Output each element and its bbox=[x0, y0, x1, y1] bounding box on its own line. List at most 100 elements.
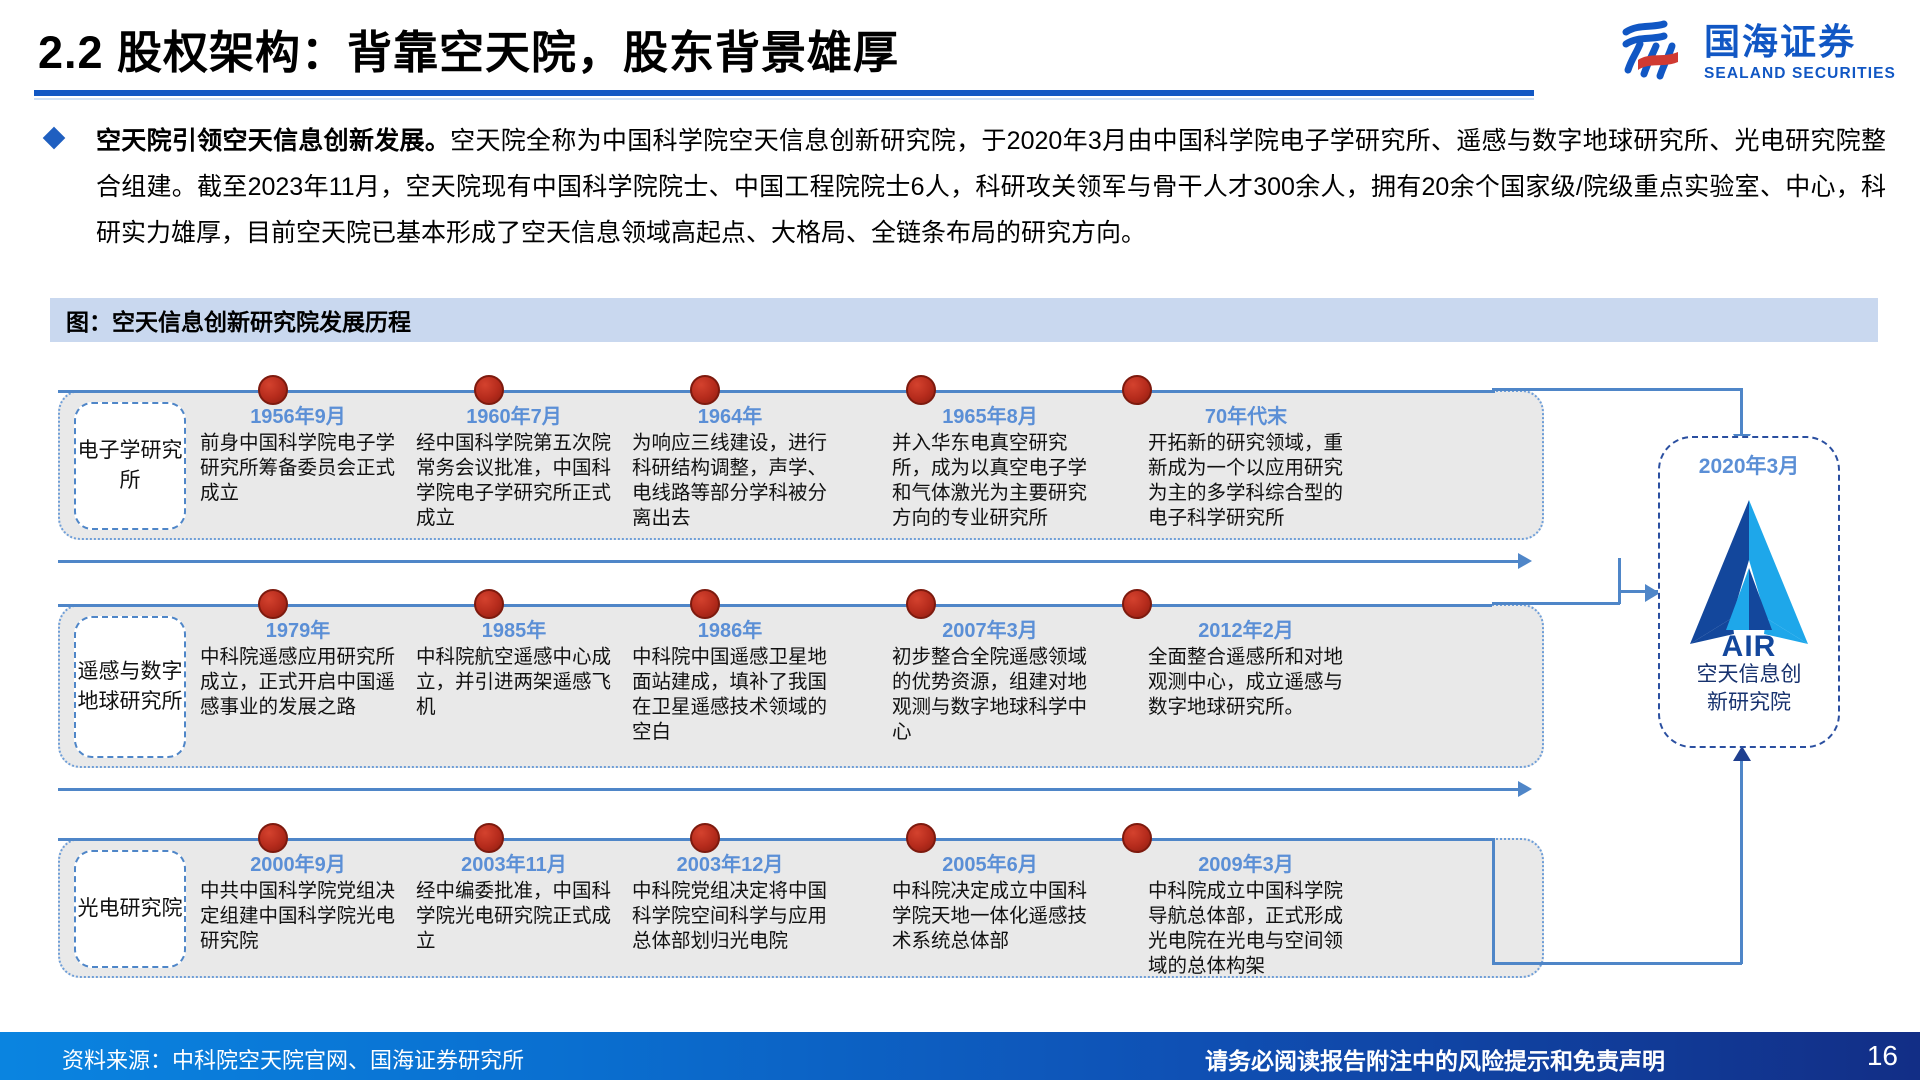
figure-title-bar: 图：空天信息创新研究院发展历程 bbox=[50, 298, 1878, 342]
paragraph-lead: 空天院引领空天信息创新发展。 bbox=[96, 127, 451, 155]
timeline-row-remote-sensing: 遥感与数字地球研究所 1979年 中科院遥感应用研究所成立，正式开启中国遥感事业… bbox=[58, 604, 1544, 768]
event-card: 70年代末 开拓新的研究领域，重新成为一个以应用研究为主的多学科综合型的电子科学… bbox=[1148, 400, 1344, 531]
event-year: 2000年9月 bbox=[250, 854, 346, 876]
timeline-dot bbox=[906, 375, 936, 405]
event-year: 2007年3月 bbox=[942, 620, 1038, 642]
header-rule-light bbox=[34, 98, 1534, 100]
event-card: 1986年 中科院中国遥感卫星地面站建成，填补了我国在卫星遥感技术领域的空白 bbox=[632, 614, 828, 745]
footer-bar: 资料来源：中科院空天院官网、国海证券研究所 请务必阅读报告附注中的风险提示和免责… bbox=[0, 1032, 1920, 1080]
timeline-dot bbox=[474, 823, 504, 853]
event-desc: 全面整合遥感所和对地观测中心，成立遥感与数字地球研究所。 bbox=[1148, 646, 1344, 718]
event-card: 1956年9月 前身中国科学院电子学研究所筹备委员会正式成立 bbox=[200, 400, 396, 506]
timeline-row-electronics: 电子学研究所 1956年9月 前身中国科学院电子学研究所筹备委员会正式成立 19… bbox=[58, 390, 1544, 540]
figure-title: 图：空天信息创新研究院发展历程 bbox=[66, 309, 411, 335]
paragraph-text: 空天院引领空天信息创新发展。空天院全称为中国科学院空天信息创新研究院，于2020… bbox=[96, 118, 1886, 256]
event-year: 2005年6月 bbox=[942, 854, 1038, 876]
connector-r1-vertical bbox=[1740, 388, 1743, 440]
row-label-optoelectronics: 光电研究院 bbox=[74, 850, 186, 968]
event-desc: 中科院遥感应用研究所成立，正式开启中国遥感事业的发展之路 bbox=[200, 646, 396, 718]
sealand-logo-icon bbox=[1618, 18, 1692, 88]
event-card: 2003年11月 经中编委批准，中国科学院光电研究院正式成立 bbox=[416, 848, 612, 954]
event-year: 1979年 bbox=[265, 620, 331, 642]
event-card: 1985年 中科院航空遥感中心成立，并引进两架遥感飞机 bbox=[416, 614, 612, 720]
connector-r3-vertical-right bbox=[1740, 758, 1743, 964]
timeline-dot bbox=[1122, 823, 1152, 853]
event-desc: 中科院决定成立中国科学院天地一体化遥感技术系统总体部 bbox=[892, 880, 1088, 952]
event-card: 2009年3月 中科院成立中国科学院导航总体部，正式形成光电院在光电与空间领域的… bbox=[1148, 848, 1344, 979]
footer-disclaimer: 请务必阅读报告附注中的风险提示和免责声明 bbox=[1205, 1048, 1665, 1074]
company-logo: 国海证券 SEALAND SECURITIES bbox=[1618, 18, 1896, 88]
event-year: 2009年3月 bbox=[1198, 854, 1294, 876]
event-desc: 并入华东电真空研究所，成为以真空电子学和气体激光为主要研究方向的专业研究所 bbox=[892, 432, 1088, 529]
timeline-axis-row3-top bbox=[58, 838, 1492, 841]
timeline-dot bbox=[474, 589, 504, 619]
header-rule bbox=[34, 90, 1534, 96]
connector-r3-arrow bbox=[1733, 746, 1751, 761]
connector-r2-down bbox=[1618, 558, 1621, 604]
event-desc: 前身中国科学院电子学研究所筹备委员会正式成立 bbox=[200, 432, 396, 504]
event-year: 2003年12月 bbox=[676, 854, 784, 876]
connector-r2-arrow bbox=[1645, 584, 1660, 602]
timeline-axis-row1-bottom bbox=[58, 560, 1520, 563]
timeline-axis-row2-bottom bbox=[58, 788, 1520, 791]
event-year: 2012年2月 bbox=[1198, 620, 1294, 642]
timeline-axis-row1-top bbox=[58, 390, 1492, 393]
footer-source: 资料来源：中科院空天院官网、国海证券研究所 bbox=[62, 1048, 525, 1073]
connector-r2-horizontal bbox=[1492, 602, 1620, 605]
event-card: 2003年12月 中科院党组决定将中国科学院空间科学与应用总体部划归光电院 bbox=[632, 848, 828, 954]
timeline-dot bbox=[474, 375, 504, 405]
event-year: 1964年 bbox=[697, 406, 763, 428]
logo-company-name-cn: 国海证券 bbox=[1703, 21, 1856, 63]
air-institute-name: 空天信息创 新研究院 bbox=[1697, 661, 1802, 717]
event-desc: 经中编委批准，中国科学院光电研究院正式成立 bbox=[416, 880, 612, 952]
air-name-line1: 空天信息创 bbox=[1696, 663, 1802, 686]
timeline-row-optoelectronics: 光电研究院 2000年9月 中共中国科学院党组决定组建中国科学院光电研究院 20… bbox=[58, 838, 1544, 978]
event-card: 1964年 为响应三线建设，进行科研结构调整，声学、电线路等部分学科被分离出去 bbox=[632, 400, 828, 531]
event-desc: 中科院党组决定将中国科学院空间科学与应用总体部划归光电院 bbox=[632, 880, 828, 952]
timeline-dot bbox=[906, 589, 936, 619]
logo-company-name-en: SEALAND SECURITIES bbox=[1703, 65, 1896, 83]
event-year: 1956年9月 bbox=[250, 406, 346, 428]
diamond-bullet-icon bbox=[42, 126, 66, 150]
row-label-electronics: 电子学研究所 bbox=[74, 402, 186, 530]
event-desc: 中科院中国遥感卫星地面站建成，填补了我国在卫星遥感技术领域的空白 bbox=[632, 646, 828, 743]
event-year: 1960年7月 bbox=[466, 406, 562, 428]
row-label-remote-sensing: 遥感与数字地球研究所 bbox=[74, 616, 186, 758]
timeline-arrow-row1 bbox=[1518, 553, 1532, 569]
event-card: 2007年3月 初步整合全院遥感领域的优势资源，组建对地观测与数字地球科学中心 bbox=[892, 614, 1088, 745]
timeline-dot bbox=[690, 375, 720, 405]
event-card: 2005年6月 中科院决定成立中国科学院天地一体化遥感技术系统总体部 bbox=[892, 848, 1088, 954]
event-card: 2012年2月 全面整合遥感所和对地观测中心，成立遥感与数字地球研究所。 bbox=[1148, 614, 1344, 720]
page-title: 2.2 股权架构：背靠空天院，股东背景雄厚 bbox=[38, 27, 900, 78]
air-logo-icon: AIR bbox=[1674, 484, 1824, 665]
event-desc: 初步整合全院遥感领域的优势资源，组建对地观测与数字地球科学中心 bbox=[892, 646, 1088, 743]
event-card: 1960年7月 经中国科学院第五次院常务会议批准，中国科学院电子学研究所正式成立 bbox=[416, 400, 612, 531]
air-name-line2: 新研究院 bbox=[1707, 691, 1791, 714]
bullet-paragraph: 空天院引领空天信息创新发展。空天院全称为中国科学院空天信息创新研究院，于2020… bbox=[42, 118, 1886, 256]
connector-r1-corner bbox=[1492, 390, 1495, 393]
event-year: 1965年8月 bbox=[942, 406, 1038, 428]
event-desc: 中共中国科学院党组决定组建中国科学院光电研究院 bbox=[200, 880, 396, 952]
air-institute-card: 2020年3月 AIR 空天信息创 新研究院 bbox=[1658, 436, 1840, 748]
timeline-dot bbox=[258, 589, 288, 619]
event-year: 2003年11月 bbox=[461, 854, 567, 876]
event-desc: 经中国科学院第五次院常务会议批准，中国科学院电子学研究所正式成立 bbox=[416, 432, 612, 529]
event-year: 70年代末 bbox=[1204, 406, 1288, 428]
timeline-dot bbox=[690, 589, 720, 619]
timeline-dot bbox=[690, 823, 720, 853]
event-desc: 中科院成立中国科学院导航总体部，正式形成光电院在光电与空间领域的总体构架 bbox=[1148, 880, 1344, 977]
event-card: 1979年 中科院遥感应用研究所成立，正式开启中国遥感事业的发展之路 bbox=[200, 614, 396, 720]
timeline-dot bbox=[906, 823, 936, 853]
page-number: 16 bbox=[1866, 1040, 1898, 1071]
connector-r3-vertical-left bbox=[1492, 838, 1495, 965]
timeline-dot bbox=[258, 375, 288, 405]
timeline-axis-row2-top bbox=[58, 604, 1492, 607]
event-card: 2000年9月 中共中国科学院党组决定组建中国科学院光电研究院 bbox=[200, 848, 396, 954]
timeline-dot bbox=[1122, 589, 1152, 619]
event-card: 1965年8月 并入华东电真空研究所，成为以真空电子学和气体激光为主要研究方向的… bbox=[892, 400, 1088, 531]
connector-r1-horizontal bbox=[1492, 388, 1742, 391]
event-year: 1986年 bbox=[697, 620, 763, 642]
paragraph-body: 空天院全称为中国科学院空天信息创新研究院，于2020年3月由中国科学院电子学研究… bbox=[96, 127, 1886, 247]
event-year: 1985年 bbox=[481, 620, 547, 642]
